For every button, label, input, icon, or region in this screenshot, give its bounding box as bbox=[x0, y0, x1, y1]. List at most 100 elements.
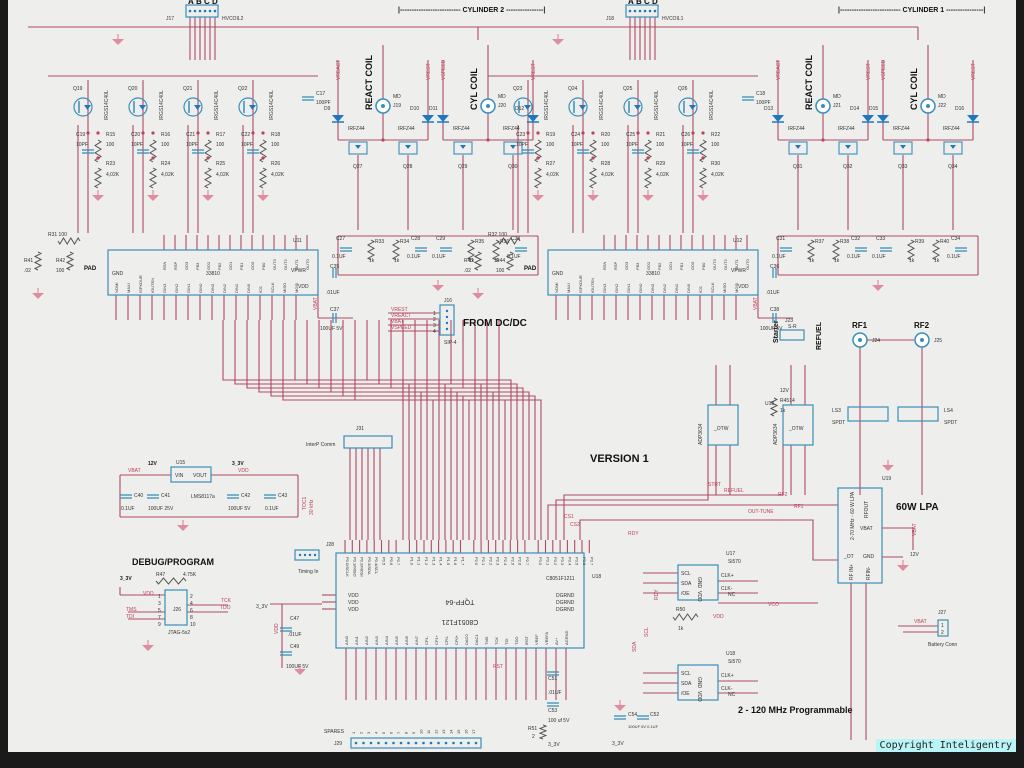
ground-arrow bbox=[32, 293, 44, 299]
pulldown-resistor-icon bbox=[533, 167, 543, 189]
pulldown-resistor-icon bbox=[698, 167, 708, 189]
jack-type: MD bbox=[833, 94, 841, 100]
ic-pin: /CS bbox=[258, 286, 263, 293]
coax-pin bbox=[821, 104, 825, 108]
ic-pin: MAXI bbox=[566, 283, 571, 293]
mcu-pin: AIN7 bbox=[414, 635, 419, 645]
ground-icon bbox=[294, 664, 306, 675]
header-pin bbox=[653, 9, 657, 13]
cap-ref: C54 bbox=[628, 712, 637, 718]
pulldown-resistor-icon bbox=[148, 167, 158, 189]
pin-letter: B bbox=[636, 0, 642, 6]
fet-ref: Q28 bbox=[403, 164, 413, 170]
pin-number: 13 bbox=[441, 729, 446, 734]
coil-label: REACT COIL bbox=[804, 55, 814, 111]
snubber-resistor-icon bbox=[931, 239, 941, 261]
res-value: 100 bbox=[546, 142, 555, 148]
ic-pin: /OUTEN bbox=[590, 278, 595, 293]
mcu-pin: CP0+ bbox=[454, 634, 459, 645]
header-pin bbox=[303, 553, 307, 557]
header-pin bbox=[213, 9, 217, 13]
dcdc-label: FROM DC/DC bbox=[463, 318, 527, 329]
pin-number: 1 bbox=[433, 311, 436, 317]
battery-label: Battery Conn bbox=[928, 642, 957, 648]
ic-pin: SCL bbox=[681, 571, 691, 577]
diode-ref: D10 bbox=[410, 106, 419, 112]
mcu-pin: P2.7 bbox=[525, 557, 530, 566]
gate-resistor-icon bbox=[589, 139, 597, 163]
net-label: SCL bbox=[644, 627, 650, 637]
ground-arrow bbox=[587, 195, 599, 201]
ground-arrow bbox=[697, 195, 709, 201]
mosfet-icon bbox=[453, 141, 473, 155]
res-ref: R23 bbox=[106, 161, 115, 167]
ic-pin: /OE bbox=[681, 691, 690, 697]
cap-value: 10PF bbox=[571, 142, 583, 148]
cap-value: 10PF bbox=[76, 142, 88, 148]
mcu-pin: P0.7 bbox=[396, 557, 401, 566]
cap-value: 100PF bbox=[756, 100, 771, 106]
cap-value: .01UF bbox=[548, 690, 562, 696]
jack-type: MD bbox=[938, 94, 946, 100]
snubber-resistor-icon bbox=[366, 239, 376, 261]
ground-arrow bbox=[92, 195, 104, 201]
mosfet-icon bbox=[838, 141, 858, 155]
switch-ic bbox=[707, 404, 739, 446]
ic-part: ADP3634 bbox=[773, 423, 779, 445]
pin-number: 4 bbox=[374, 731, 379, 734]
ic-pin: SDA bbox=[681, 681, 692, 687]
mcu-pin: P2.1 bbox=[481, 557, 486, 566]
mosfet-icon bbox=[788, 141, 808, 155]
mcu-part: C8051F1211 bbox=[546, 576, 575, 582]
net-label: SDA bbox=[632, 641, 638, 652]
cap-ref: C40 bbox=[134, 493, 143, 499]
ic-pin: GD1 bbox=[668, 261, 673, 270]
res-ref: R29 bbox=[656, 161, 665, 167]
header-pin bbox=[467, 741, 470, 745]
cylinder-label: |-------------------------- CYLINDER 2 -… bbox=[398, 7, 545, 14]
ground-arrow bbox=[142, 645, 154, 651]
net-label: 3_3V bbox=[120, 576, 132, 582]
pin-number: 4 bbox=[190, 601, 193, 607]
ic-pin: VDD bbox=[348, 607, 359, 613]
cap-value: 10PF bbox=[131, 142, 143, 148]
pin-number: 6 bbox=[389, 731, 394, 734]
res-ref: R30 bbox=[711, 161, 720, 167]
ic-pin: RSN bbox=[602, 261, 607, 270]
ic-pin: GD2 bbox=[646, 261, 651, 270]
ic-pin: RFIN- bbox=[866, 566, 872, 580]
wire bbox=[563, 445, 784, 540]
header-pin bbox=[437, 741, 440, 745]
pin-number: 11 bbox=[426, 729, 431, 734]
mcu-pin: AGRND bbox=[564, 630, 569, 645]
pulldown-resistor-icon bbox=[203, 167, 213, 189]
fet-ref: Q29 bbox=[458, 164, 468, 170]
ic-pin: RSP bbox=[613, 261, 618, 270]
net-label: 12V bbox=[148, 461, 158, 467]
ground-arrow bbox=[294, 669, 306, 675]
pin-number: 2 bbox=[433, 317, 436, 323]
header-pin bbox=[354, 741, 358, 745]
ic-pin: GD1 bbox=[228, 261, 233, 270]
mcu-pin: P1.5 bbox=[446, 557, 451, 566]
mcu-pin: P2.4 bbox=[503, 557, 508, 566]
igbt-diode bbox=[84, 105, 91, 110]
jack-type: MD bbox=[498, 94, 506, 100]
mcu-pin: TMS bbox=[484, 636, 489, 645]
gate-resistor-icon bbox=[204, 139, 212, 163]
res-ref: R4514 bbox=[780, 398, 795, 404]
driver-ic bbox=[107, 249, 319, 296]
snubber-resistor-icon bbox=[391, 239, 401, 261]
ground-icon bbox=[202, 190, 214, 201]
net-label: VREST bbox=[971, 63, 977, 80]
mcu-pin: P2.6 bbox=[518, 557, 523, 566]
ic-pin: _OTW bbox=[788, 426, 804, 432]
igbt-part: IRGS14C40L bbox=[214, 90, 220, 120]
header-pin bbox=[298, 553, 302, 557]
coax-pin bbox=[926, 104, 930, 108]
header-pin bbox=[208, 9, 212, 13]
res-ref: R20 bbox=[601, 132, 610, 138]
ground-icon bbox=[142, 640, 154, 651]
mcu-package: TQFP-64 bbox=[446, 598, 475, 605]
